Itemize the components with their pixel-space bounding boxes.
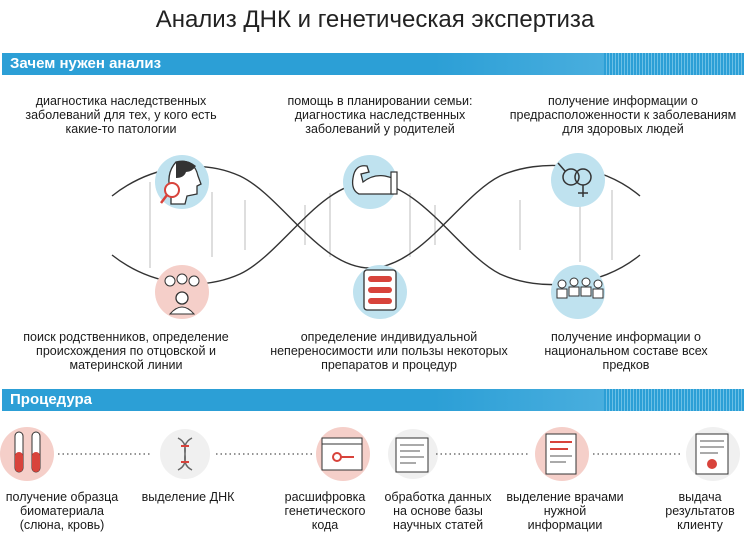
reason-relatives: поиск родственников, определение происхо…: [23, 330, 229, 372]
test-tubes-icon: [0, 427, 54, 481]
data-document-icon: [388, 429, 438, 479]
reason-predisposition: получение информации о предрасположеннос…: [509, 94, 737, 136]
pills-icon: [353, 265, 407, 319]
section-title-procedure: Процедура: [10, 391, 93, 408]
muscle-arm-icon: [343, 155, 398, 209]
crowd-icon: [551, 265, 605, 319]
reason-drug-intolerance: определение индивидуальной непереносимос…: [270, 330, 508, 372]
section-header-why: Зачем нужен анализ: [2, 53, 744, 75]
dna-molecule-icon: [160, 429, 210, 479]
step-sample: получение образца биоматериала (слюна, к…: [5, 490, 119, 532]
certificate-icon: [686, 427, 740, 481]
header-fade: [434, 53, 604, 75]
step-decoding: расшифровка генетического кода: [284, 490, 366, 532]
section-title-why: Зачем нужен анализ: [10, 55, 162, 72]
reason-diagnostics: диагностика наследственных заболеваний д…: [25, 94, 217, 136]
step-results: выдача результатов клиенту: [665, 490, 735, 532]
step-dna-extraction: выделение ДНК: [141, 490, 235, 504]
header-stripes: [604, 389, 744, 411]
header-fade: [434, 389, 604, 411]
gender-symbols-icon: [551, 153, 605, 207]
step-data-processing: обработка данных на основе базы научных …: [384, 490, 492, 532]
reason-ancestry: получение информации о национальном сост…: [544, 330, 708, 372]
reason-family-planning: помощь в планировании семьи: диагностика…: [287, 94, 473, 136]
section-header-procedure: Процедура: [2, 389, 744, 411]
step-doctor-selection: выделение врачами нужной информации: [506, 490, 624, 532]
header-stripes: [604, 53, 744, 75]
medical-report-icon: [535, 427, 589, 481]
page-title: Анализ ДНК и генетическая экспертиза: [155, 6, 595, 33]
head-magnifier-icon: [155, 155, 209, 209]
code-window-icon: [316, 427, 370, 481]
relatives-icon: [155, 265, 209, 319]
